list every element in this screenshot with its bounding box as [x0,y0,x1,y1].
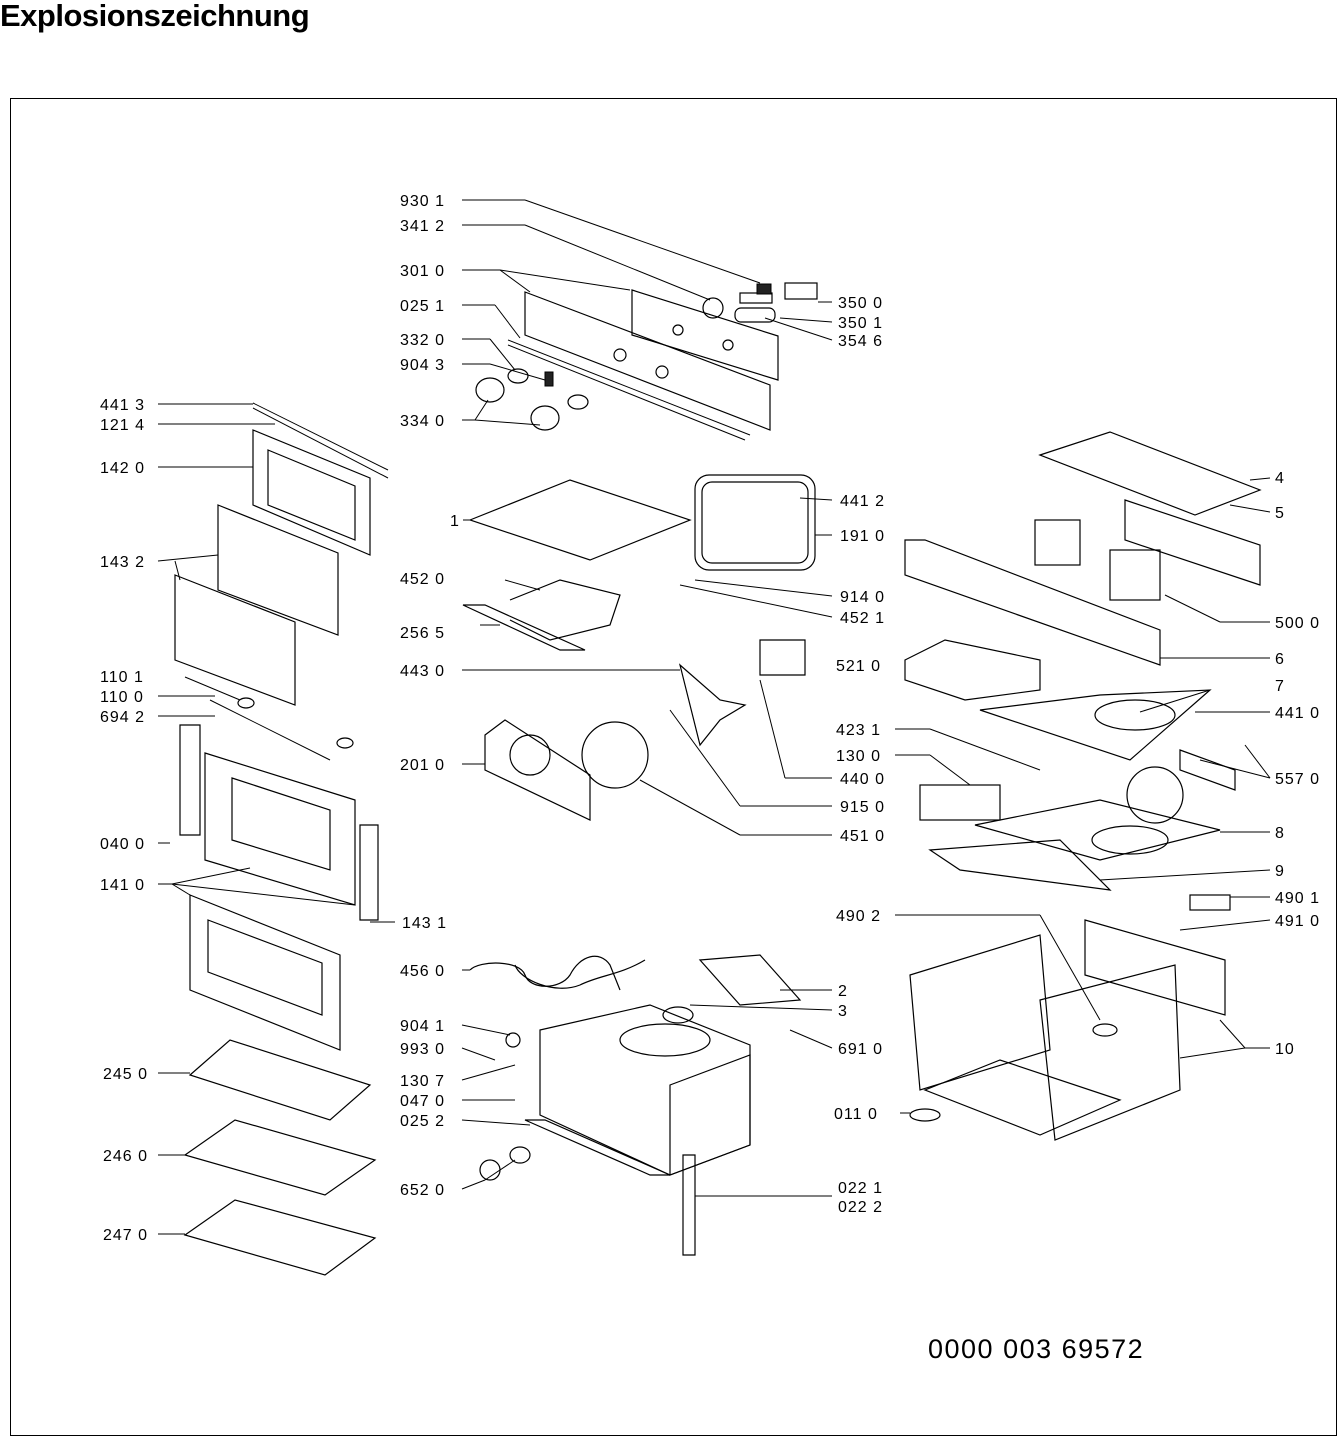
label-652-0: 652 0 [400,1182,445,1199]
label-915-0: 915 0 [840,799,885,816]
label-130-7: 130 7 [400,1073,445,1090]
label-201-0: 201 0 [400,757,445,774]
label-456-0: 456 0 [400,963,445,980]
label-332-0: 332 0 [400,332,445,349]
label-440-0: 440 0 [840,771,885,788]
label-110-0: 110 0 [100,689,144,706]
label-025-2: 025 2 [400,1113,445,1130]
label-334-0: 334 0 [400,413,445,430]
label-143-1: 143 1 [402,915,447,932]
label-423-1: 423 1 [836,722,881,739]
label-490-1: 490 1 [1275,890,1320,907]
label-5: 5 [1275,505,1285,522]
label-557-0: 557 0 [1275,771,1320,788]
label-142-0: 142 0 [100,460,145,477]
label-490-2: 490 2 [836,908,881,925]
label-341-2: 341 2 [400,218,445,235]
label-441-3: 441 3 [100,397,145,414]
label-1: 1 [450,513,460,530]
label-6: 6 [1275,651,1285,668]
label-8: 8 [1275,825,1285,842]
label-451-0: 451 0 [840,828,885,845]
label-904-1: 904 1 [400,1018,445,1035]
label-246-0: 246 0 [103,1148,148,1165]
label-694-2: 694 2 [100,709,145,726]
diagram-frame [10,98,1337,1436]
label-3: 3 [838,1003,848,1020]
document-number: 0000 003 69572 [928,1334,1144,1364]
label-452-0: 452 0 [400,571,445,588]
label-047-0: 047 0 [400,1093,445,1110]
label-130-0: 130 0 [836,748,881,765]
label-040-0: 040 0 [100,836,145,853]
label-350-1: 350 1 [838,315,883,332]
label-141-0: 141 0 [100,877,145,894]
label-491-0: 491 0 [1275,913,1320,930]
label-011-0: 011 0 [834,1106,878,1123]
label-350-0: 350 0 [838,295,883,312]
label-10: 10 [1275,1041,1295,1058]
label-025-1: 025 1 [400,298,445,315]
part-drawings [174,282,1262,1276]
label-914-0: 914 0 [840,589,885,606]
label-7: 7 [1275,678,1285,695]
label-691-0: 691 0 [838,1041,883,1058]
label-256-5: 256 5 [400,625,445,642]
label-993-0: 993 0 [400,1041,445,1058]
label-441-0: 441 0 [1275,705,1320,722]
label-521-0: 521 0 [836,658,881,675]
label-143-2: 143 2 [100,554,145,571]
label-441-2: 441 2 [840,493,885,510]
label-500-0: 500 0 [1275,615,1320,632]
leader-lines [157,199,1271,1235]
label-452-1: 452 1 [840,610,885,627]
label-443-0: 443 0 [400,663,445,680]
label-121-4: 121 4 [100,417,145,434]
label-904-3: 904 3 [400,357,445,374]
label-9: 9 [1275,863,1285,880]
label-2: 2 [838,983,848,1000]
label-930-1: 930 1 [400,193,445,210]
label-022-1: 022 1 [838,1180,883,1197]
part-labels: 930 1 341 2 301 0 025 1 332 0 904 3 334 … [100,193,1320,1244]
label-110-1: 110 1 [100,669,144,686]
label-354-6: 354 6 [838,333,883,350]
label-245-0: 245 0 [103,1066,148,1083]
label-191-0: 191 0 [840,528,885,545]
page-title: Explosionszeichnung [0,0,310,33]
label-4: 4 [1275,470,1285,487]
label-301-0: 301 0 [400,263,445,280]
label-247-0: 247 0 [103,1227,148,1244]
label-022-2: 022 2 [838,1199,883,1216]
